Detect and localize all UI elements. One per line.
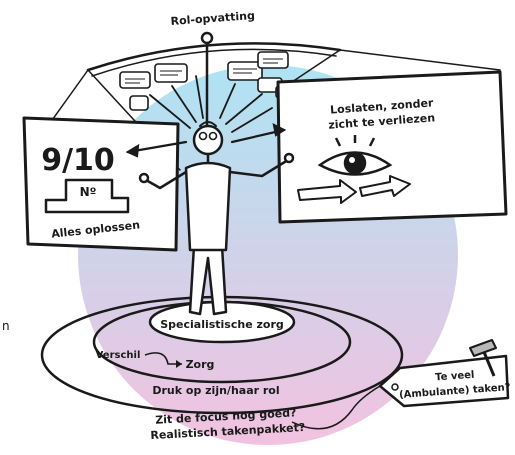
ring-outer-label: Druk op zijn/haar rol xyxy=(152,384,279,397)
number-sign: Nº xyxy=(80,185,97,199)
speech-bubble-icon xyxy=(257,51,289,69)
tag-string xyxy=(291,385,381,430)
zorg-label: Zorg xyxy=(186,358,215,371)
right-pan xyxy=(276,70,508,224)
balance-scale xyxy=(44,31,501,171)
price-tag xyxy=(378,354,510,408)
hammer-icon xyxy=(469,339,497,377)
ring-inner-label: Specialistische zorg xyxy=(160,318,284,331)
podium-icon xyxy=(44,178,130,214)
score-text: 9/10 xyxy=(41,143,115,178)
verschil-label: Verschil xyxy=(96,350,141,361)
speech-bubble-icon xyxy=(119,71,151,89)
tag-line1: Te veel xyxy=(435,370,475,384)
edge-letter: n xyxy=(2,319,10,333)
verschil-arrow xyxy=(144,352,182,365)
person-figure xyxy=(138,121,295,316)
speech-bubble-icon xyxy=(129,95,149,111)
title-text: Rol-opvatting xyxy=(170,9,255,28)
speech-bubble-icon xyxy=(154,63,188,83)
eye-icon xyxy=(317,135,393,176)
pointing-arrows xyxy=(125,123,287,158)
speech-bubble-icon xyxy=(227,61,263,81)
arrow-icon xyxy=(297,175,411,204)
focus-arrows xyxy=(149,75,273,133)
